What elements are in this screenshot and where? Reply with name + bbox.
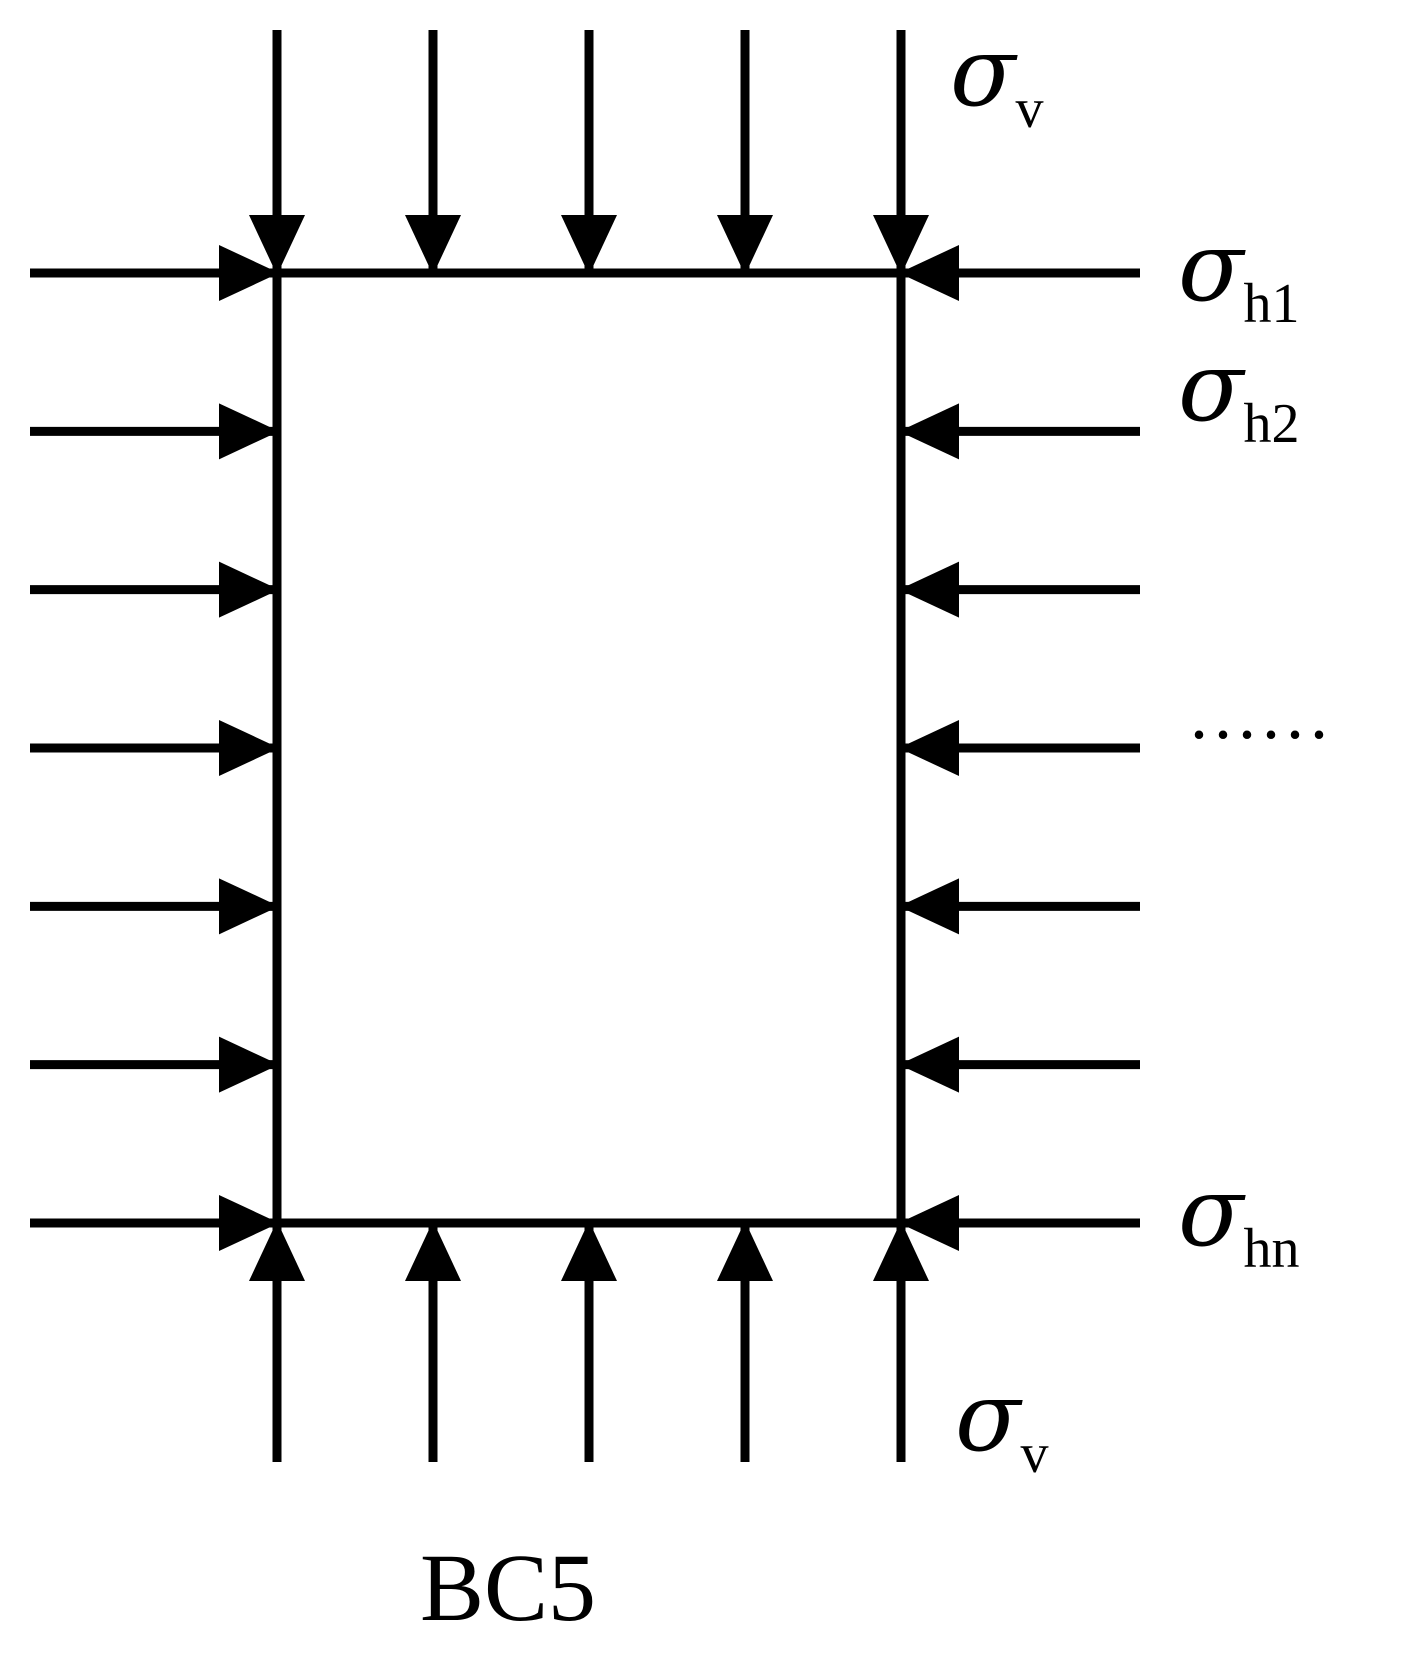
block-rectangle [272,268,906,1228]
sigma-v-top-label: σv [950,16,1044,140]
sigma-hn-label: σhn [1178,1156,1300,1280]
sigma-v-bottom-label: σv [955,1361,1049,1485]
sigma-h2-label: σh2 [1178,331,1300,455]
ellipsis-label: ...... [1190,674,1334,754]
sigma-h1-label: σh1 [1178,211,1300,335]
diagram-caption: BC5 [420,1534,596,1641]
load-arrows [30,30,1140,1462]
